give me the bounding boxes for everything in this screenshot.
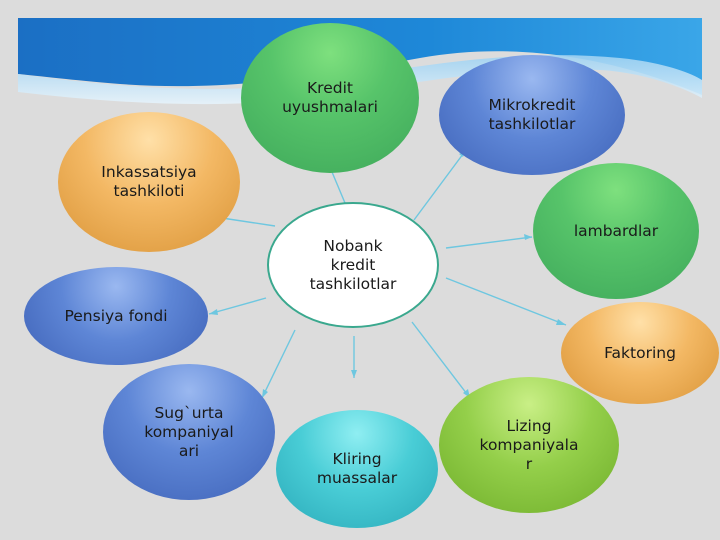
connector-mikrokredit [413,149,467,221]
center-node: Nobank kredit tashkilotlar [267,202,439,328]
node-lambardlar: lambardlar [533,163,699,299]
connector-lambardlar [445,236,533,249]
connector-pensiya [208,297,267,315]
arrowhead-faktoring [556,319,566,325]
arrowhead-pensiya [209,309,218,315]
arrowhead-sugurta [262,389,268,398]
node-pensiya-fondi: Pensiya fondi [24,267,208,365]
connector-inkassatsiya [221,217,276,227]
node-kredit-uyushmalari: Kredit uyushmalari [241,23,419,173]
node-faktoring: Faktoring [561,302,719,404]
arrowhead-lambardlar [524,234,532,240]
node-sugurta: Sug`urta kompaniyal ari [103,364,275,500]
node-mikrokredit: Mikrokredit tashkilotlar [439,55,625,175]
connector-faktoring [445,277,567,326]
node-inkassatsiya: Inkassatsiya tashkiloti [58,112,240,252]
node-kliring: Kliring muassalar [276,410,438,528]
connector-lizing [411,321,471,399]
arrowhead-kliring [351,370,357,378]
connector-kredit [331,171,346,204]
connector-sugurta [261,329,296,399]
node-lizing: Lizing kompaniyala r [439,377,619,513]
